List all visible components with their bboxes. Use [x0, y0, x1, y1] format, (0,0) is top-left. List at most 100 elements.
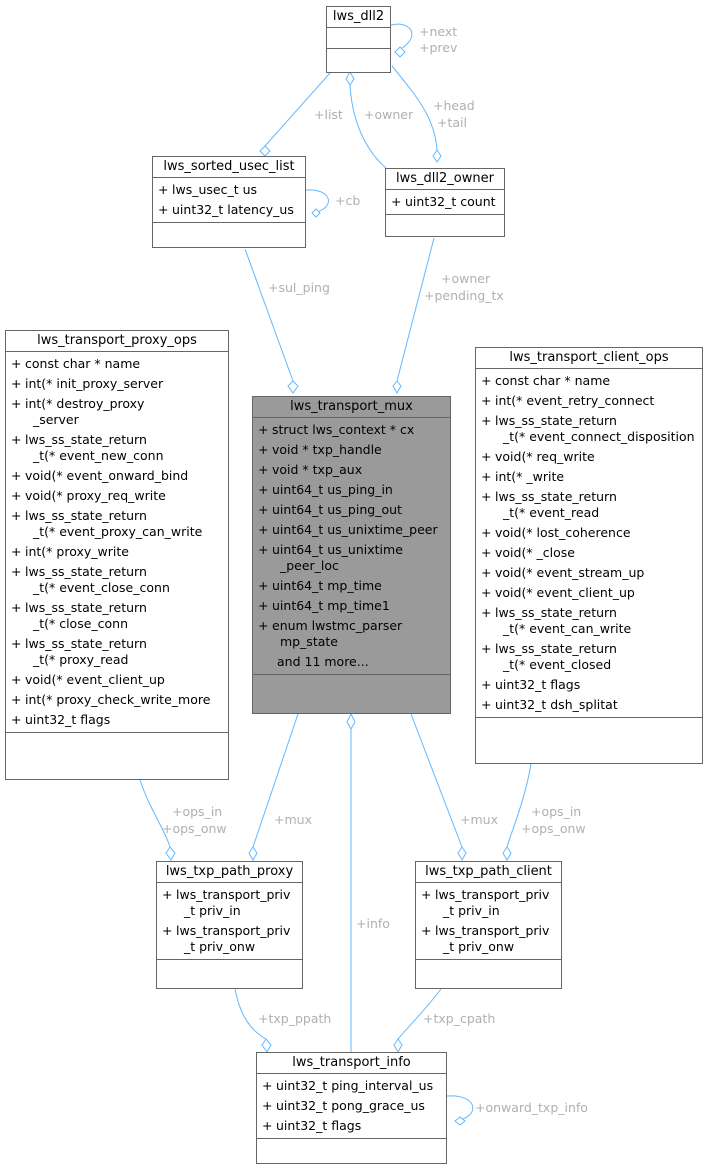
- attribute-row: +lws_transport_priv _t priv_in: [162, 885, 302, 921]
- attribute-text: lws_ss_state_return _t(* event_read: [495, 489, 617, 520]
- visibility-symbol: +: [11, 396, 22, 411]
- attribute-text: uint64_t us_unixtime_peer: [272, 522, 438, 537]
- attribute-text: int(* init_proxy_server: [25, 376, 164, 391]
- attribute-text: void * txp_handle: [272, 442, 382, 457]
- attribute-row: +int(* event_retry_connect: [481, 391, 702, 411]
- class-lws-transport-info[interactable]: lws_transport_info+uint32_t ping_interva…: [256, 1052, 447, 1164]
- attribute-row: +lws_ss_state_return _t(* event_close_co…: [11, 562, 228, 598]
- class-lws-transport-mux[interactable]: lws_transport_mux+struct lws_context * c…: [252, 396, 451, 714]
- class-lws-txp-path-client[interactable]: lws_txp_path_client+lws_transport_priv _…: [415, 861, 562, 989]
- attribute-row: +int(* init_proxy_server: [11, 374, 228, 394]
- edge-info-diamond: [346, 712, 356, 731]
- class-title: lws_dll2_owner: [386, 169, 504, 190]
- edge-list-diamond: [259, 145, 271, 157]
- attribute-row: +lws_ss_state_return _t(* event_closed: [481, 639, 702, 675]
- attribute-text: uint32_t count: [405, 194, 496, 209]
- edge-owner-dll2-diamond: [345, 70, 355, 86]
- visibility-symbol: +: [481, 697, 492, 712]
- edge-pending-tx-diamond: [392, 380, 402, 395]
- visibility-symbol: +: [158, 202, 169, 217]
- attribute-text: const char * name: [495, 373, 611, 388]
- visibility-symbol: +: [158, 182, 169, 197]
- attribute-text: lws_ss_state_return _t(* event_new_conn: [25, 432, 164, 463]
- class-lws-dll2[interactable]: lws_dll2: [326, 6, 391, 73]
- edge-cb-diamond: [311, 208, 321, 218]
- visibility-symbol: +: [11, 508, 22, 523]
- edge-label-info: +info: [356, 916, 390, 931]
- attribute-row: +uint32_t count: [391, 192, 504, 212]
- edge-label-next: +next: [419, 24, 458, 39]
- visibility-symbol: +: [421, 887, 432, 902]
- edge-label-list: +list: [314, 107, 343, 122]
- visibility-symbol: +: [262, 1078, 273, 1093]
- edge-label-tail: +tail: [437, 115, 467, 130]
- attribute-text: lws_transport_priv _t priv_onw: [176, 923, 291, 954]
- class-lws-transport-proxy-ops[interactable]: lws_transport_proxy_ops+const char * nam…: [5, 330, 229, 780]
- edge-sul-ping-diamond: [287, 380, 299, 394]
- attribute-row: +enum lwstmc_parser mp_state: [258, 616, 450, 652]
- attribute-list: +const char * name+int(* event_retry_con…: [476, 369, 702, 718]
- attribute-text: struct lws_context * cx: [272, 422, 415, 437]
- class-title: lws_txp_path_proxy: [157, 862, 302, 883]
- attribute-row: +const char * name: [11, 354, 228, 374]
- class-lws-transport-client-ops[interactable]: lws_transport_client_ops+const char * na…: [475, 347, 703, 764]
- attribute-row: +lws_transport_priv _t priv_onw: [421, 921, 561, 957]
- attribute-text: int(* proxy_check_write_more: [25, 692, 211, 707]
- class-lws-txp-path-proxy[interactable]: lws_txp_path_proxy+lws_transport_priv _t…: [156, 861, 303, 989]
- attribute-row: +uint64_t us_unixtime_peer: [258, 520, 450, 540]
- attribute-text: lws_ss_state_return _t(* proxy_read: [25, 636, 147, 667]
- attribute-list: +lws_transport_priv _t priv_in+lws_trans…: [416, 883, 561, 960]
- attribute-row: +uint64_t mp_time: [258, 576, 450, 596]
- visibility-symbol: +: [258, 462, 269, 477]
- attribute-text: uint32_t pong_grace_us: [276, 1098, 425, 1113]
- attribute-row: +lws_ss_state_return _t(* event_connect_…: [481, 411, 702, 447]
- edge-label-txp-ppath: +txp_ppath: [258, 1011, 332, 1026]
- edge-txp-ppath: [234, 988, 267, 1040]
- attribute-text: void(* lost_coherence: [495, 525, 631, 540]
- edge-head-tail: [391, 65, 438, 151]
- attribute-text: void * txp_aux: [272, 462, 363, 477]
- edge-label-sul-ping: +sul_ping: [268, 280, 330, 295]
- attribute-text: int(* proxy_write: [25, 544, 129, 559]
- visibility-symbol: +: [481, 641, 492, 656]
- class-lws-dll2-owner[interactable]: lws_dll2_owner+uint32_t count: [385, 168, 505, 237]
- attribute-text: uint64_t us_ping_out: [272, 502, 402, 517]
- visibility-symbol: +: [481, 545, 492, 560]
- attribute-row: +void * txp_aux: [258, 460, 450, 480]
- attribute-list: +lws_transport_priv _t priv_in+lws_trans…: [157, 883, 302, 960]
- attribute-text: enum lwstmc_parser mp_state: [272, 618, 403, 649]
- edge-txp-cpath: [397, 988, 442, 1040]
- class-lws-sorted-usec-list[interactable]: lws_sorted_usec_list+lws_usec_t us+uint3…: [152, 156, 306, 248]
- visibility-symbol: +: [11, 672, 22, 687]
- attribute-text: lws_ss_state_return _t(* event_close_con…: [25, 564, 170, 595]
- visibility-symbol: +: [11, 712, 22, 727]
- attribute-text: lws_transport_priv _t priv_in: [435, 887, 550, 918]
- more-attributes-link[interactable]: and 11 more...: [277, 654, 369, 669]
- attribute-row: +void(* event_onward_bind: [11, 466, 228, 486]
- edge-client-ops-diamond: [502, 846, 512, 862]
- class-title: lws_transport_info: [257, 1053, 446, 1074]
- attribute-text: void(* event_stream_up: [495, 565, 645, 580]
- attribute-text: uint64_t mp_time: [272, 578, 382, 593]
- visibility-symbol: +: [391, 194, 402, 209]
- attribute-row: +void(* event_stream_up: [481, 563, 702, 583]
- visibility-symbol: +: [258, 542, 269, 557]
- attribute-row: +uint64_t us_ping_out: [258, 500, 450, 520]
- edge-mux-proxy-diamond: [248, 846, 258, 862]
- attribute-row: +uint32_t dsh_splitat: [481, 695, 702, 715]
- edge-label-head: +head: [433, 98, 475, 113]
- attribute-list: +uint32_t count: [386, 190, 504, 215]
- visibility-symbol: +: [11, 356, 22, 371]
- attribute-text: lws_ss_state_return _t(* event_connect_d…: [495, 413, 695, 444]
- visibility-symbol: +: [481, 585, 492, 600]
- attribute-text: void(* _close: [495, 545, 575, 560]
- edge-head-tail-diamond: [432, 149, 442, 163]
- visibility-symbol: +: [481, 449, 492, 464]
- visibility-symbol: +: [481, 413, 492, 428]
- class-title: lws_transport_proxy_ops: [6, 331, 228, 352]
- attribute-text: uint32_t flags: [495, 677, 581, 692]
- edge-sul-ping: [244, 248, 294, 382]
- attribute-row: +const char * name: [481, 371, 702, 391]
- attribute-text: uint64_t mp_time1: [272, 598, 390, 613]
